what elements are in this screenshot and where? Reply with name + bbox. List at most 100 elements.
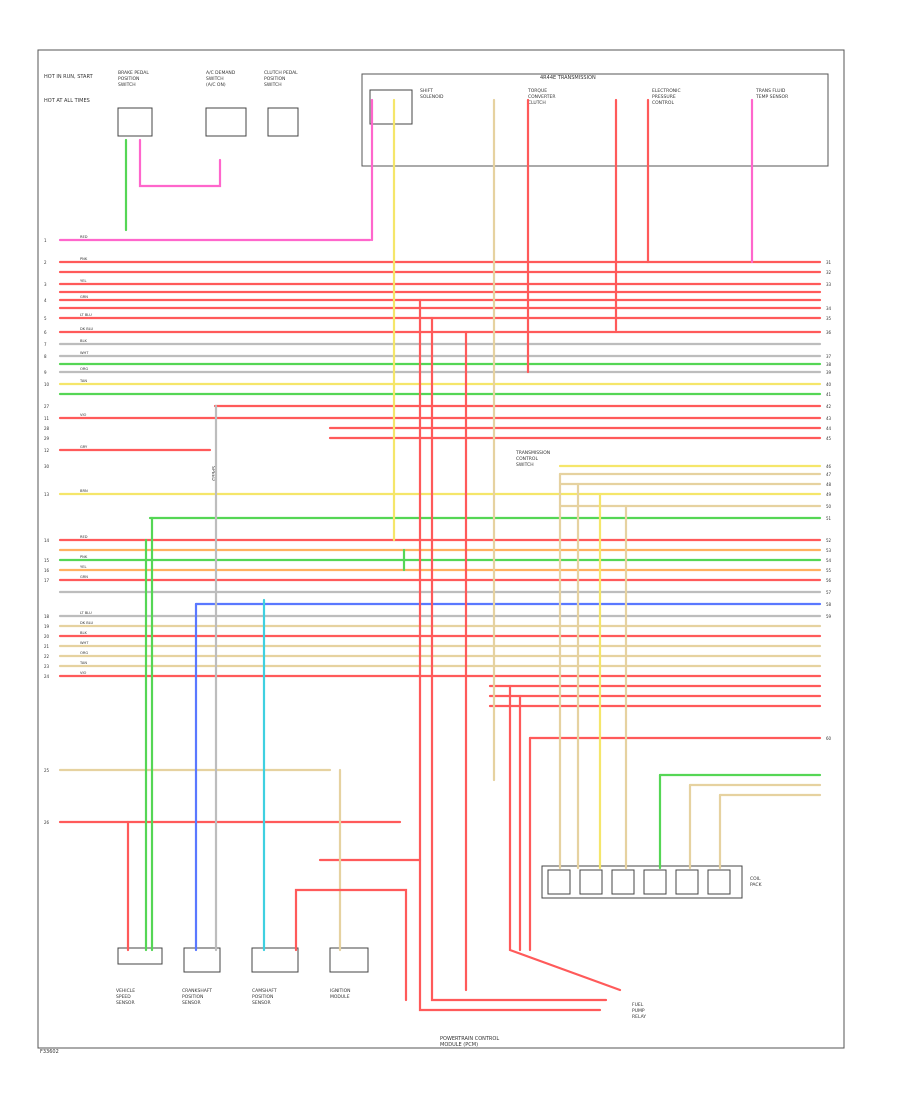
component-ignition: IGNITION MODULE (329, 947, 369, 1000)
svg-text:POSITION: POSITION (264, 76, 285, 82)
component-cmp: CAMSHAFT POSITION SENSOR (251, 947, 299, 1006)
wire-layer (58, 98, 822, 1012)
svg-text:PUMP: PUMP (632, 1008, 645, 1014)
right-pin-37: 37 (826, 354, 832, 359)
wire-color-tag: DK BLU (80, 621, 94, 625)
left-pin-2: 2 (44, 260, 47, 265)
wire-color-tag: BLK (80, 339, 87, 343)
component-brake-switch: BRAKE PEDAL POSITION SWITCH (117, 70, 153, 137)
component-vss: VEHICLE SPEED SENSOR (116, 947, 163, 1006)
svg-text:MODULE: MODULE (330, 994, 350, 1000)
svg-text:SWITCH: SWITCH (206, 76, 224, 82)
left-pin-23: 23 (44, 664, 50, 669)
component-tsm: TRANSMISSION CONTROL SWITCH (515, 450, 550, 468)
svg-text:(A/C ON): (A/C ON) (206, 82, 226, 88)
svg-text:TRANS FLUID: TRANS FLUID (755, 88, 786, 94)
svg-text:TEMP SENSOR: TEMP SENSOR (755, 94, 788, 100)
wire-color-tag: GRN (80, 295, 88, 299)
svg-text:SWITCH: SWITCH (516, 462, 534, 468)
left-pin-25: 25 (44, 768, 50, 773)
left-pin-7: 7 (44, 342, 47, 347)
right-pin-58: 58 (826, 602, 832, 607)
component-speed-control: SPEED (210, 466, 216, 481)
svg-text:SENSOR: SENSOR (252, 1000, 271, 1006)
wire-color-tag: YEL (80, 279, 86, 283)
right-pin-31: 31 (826, 260, 832, 265)
svg-text:CONTROL: CONTROL (652, 100, 674, 106)
svg-text:FUEL: FUEL (632, 1002, 644, 1008)
wire-color-tag: DK BLU (80, 327, 94, 331)
component-ac-switch: A/C DEMAND SWITCH (A/C ON) (205, 70, 247, 137)
transmission-box (361, 73, 829, 167)
svg-text:SENSOR: SENSOR (182, 1000, 201, 1006)
svg-text:CAMSHAFT: CAMSHAFT (252, 988, 277, 994)
component-clutch-switch: CLUTCH PEDAL POSITION SWITCH (264, 70, 299, 137)
power-label-run: HOT IN RUN, START (44, 74, 94, 80)
svg-text:SPEED: SPEED (116, 994, 131, 1000)
left-pin-5: 5 (44, 316, 47, 321)
drop-wire-28 (508, 684, 622, 992)
left-pin-12: 12 (44, 448, 50, 453)
component-shift-solenoid: SHIFT SOLENOID (369, 88, 444, 125)
pcm-label-2: MODULE (PCM) (440, 1042, 478, 1048)
pin-layer: 1234567891011121314151617181920212223242… (44, 235, 832, 895)
right-pin-32: 32 (826, 270, 832, 275)
drop-wire-17 (294, 888, 408, 1002)
wire-color-tag: LT BLU (80, 611, 92, 615)
right-pin-48: 48 (826, 482, 832, 487)
component-fuel-pump-relay: FUEL PUMP RELAY (632, 1002, 646, 1020)
coil-cell (547, 869, 571, 895)
left-pin-22: 22 (44, 654, 50, 659)
svg-text:CRANKSHAFT: CRANKSHAFT (182, 988, 212, 994)
svg-text:POSITION: POSITION (118, 76, 139, 82)
drop-wire-19 (430, 316, 608, 1002)
svg-text:SPEED: SPEED (210, 466, 216, 481)
svg-text:SOLENOID: SOLENOID (420, 94, 444, 100)
left-pin-14: 14 (44, 538, 50, 543)
right-pin-59: 59 (826, 614, 832, 619)
wire-color-tag: TAN (79, 379, 87, 383)
svg-text:CONTROL: CONTROL (516, 456, 538, 462)
svg-text:PACK: PACK (750, 882, 763, 888)
svg-text:SWITCH: SWITCH (264, 82, 282, 88)
left-pin-30: 30 (44, 464, 50, 469)
left-pin-28: 28 (44, 426, 50, 431)
wire-color-tag: ORG (80, 651, 88, 655)
right-pin-34: 34 (826, 306, 832, 311)
left-pin-19: 19 (44, 624, 50, 629)
diagram-frame (37, 49, 845, 1049)
wire-color-tag: VIO (80, 671, 87, 675)
right-pin-54: 54 (826, 558, 832, 563)
right-pin-60: 60 (826, 736, 832, 741)
wire-color-tag: TAN (79, 661, 87, 665)
svg-text:PRESSURE: PRESSURE (652, 94, 676, 100)
left-pin-1: 1 (44, 238, 47, 243)
svg-text:SENSOR: SENSOR (116, 1000, 135, 1006)
left-pin-17: 17 (44, 578, 50, 583)
svg-text:TRANSMISSION: TRANSMISSION (515, 450, 550, 456)
wire-color-tag: BLK (80, 631, 87, 635)
wire-color-tag: PNK (80, 257, 88, 261)
page-ref: F33602 (40, 1049, 59, 1055)
right-pin-55: 55 (826, 568, 832, 573)
left-pin-6: 6 (44, 330, 47, 335)
svg-text:SWITCH: SWITCH (118, 82, 136, 88)
svg-text:POSITION: POSITION (252, 994, 273, 1000)
right-pin-51: 51 (826, 516, 832, 521)
left-pin-27: 27 (44, 404, 50, 409)
wire-color-tag: WHT (80, 351, 89, 355)
right-pin-40: 40 (826, 382, 832, 387)
wire-color-tag: PNK (80, 555, 88, 559)
wire-color-tag: RED (80, 535, 88, 539)
component-epc-solenoid: ELECTRONIC PRESSURE CONTROL (652, 88, 681, 106)
wire-color-tag: LT BLU (80, 313, 92, 317)
right-pin-57: 57 (826, 590, 832, 595)
right-pin-42: 42 (826, 404, 832, 409)
right-pin-52: 52 (826, 538, 832, 543)
svg-text:BRAKE PEDAL: BRAKE PEDAL (118, 70, 149, 76)
left-pin-11: 11 (44, 416, 50, 421)
wire-color-tag: WHT (80, 641, 89, 645)
svg-text:RELAY: RELAY (632, 1014, 646, 1020)
component-ckp: CRANKSHAFT POSITION SENSOR (182, 947, 221, 1006)
